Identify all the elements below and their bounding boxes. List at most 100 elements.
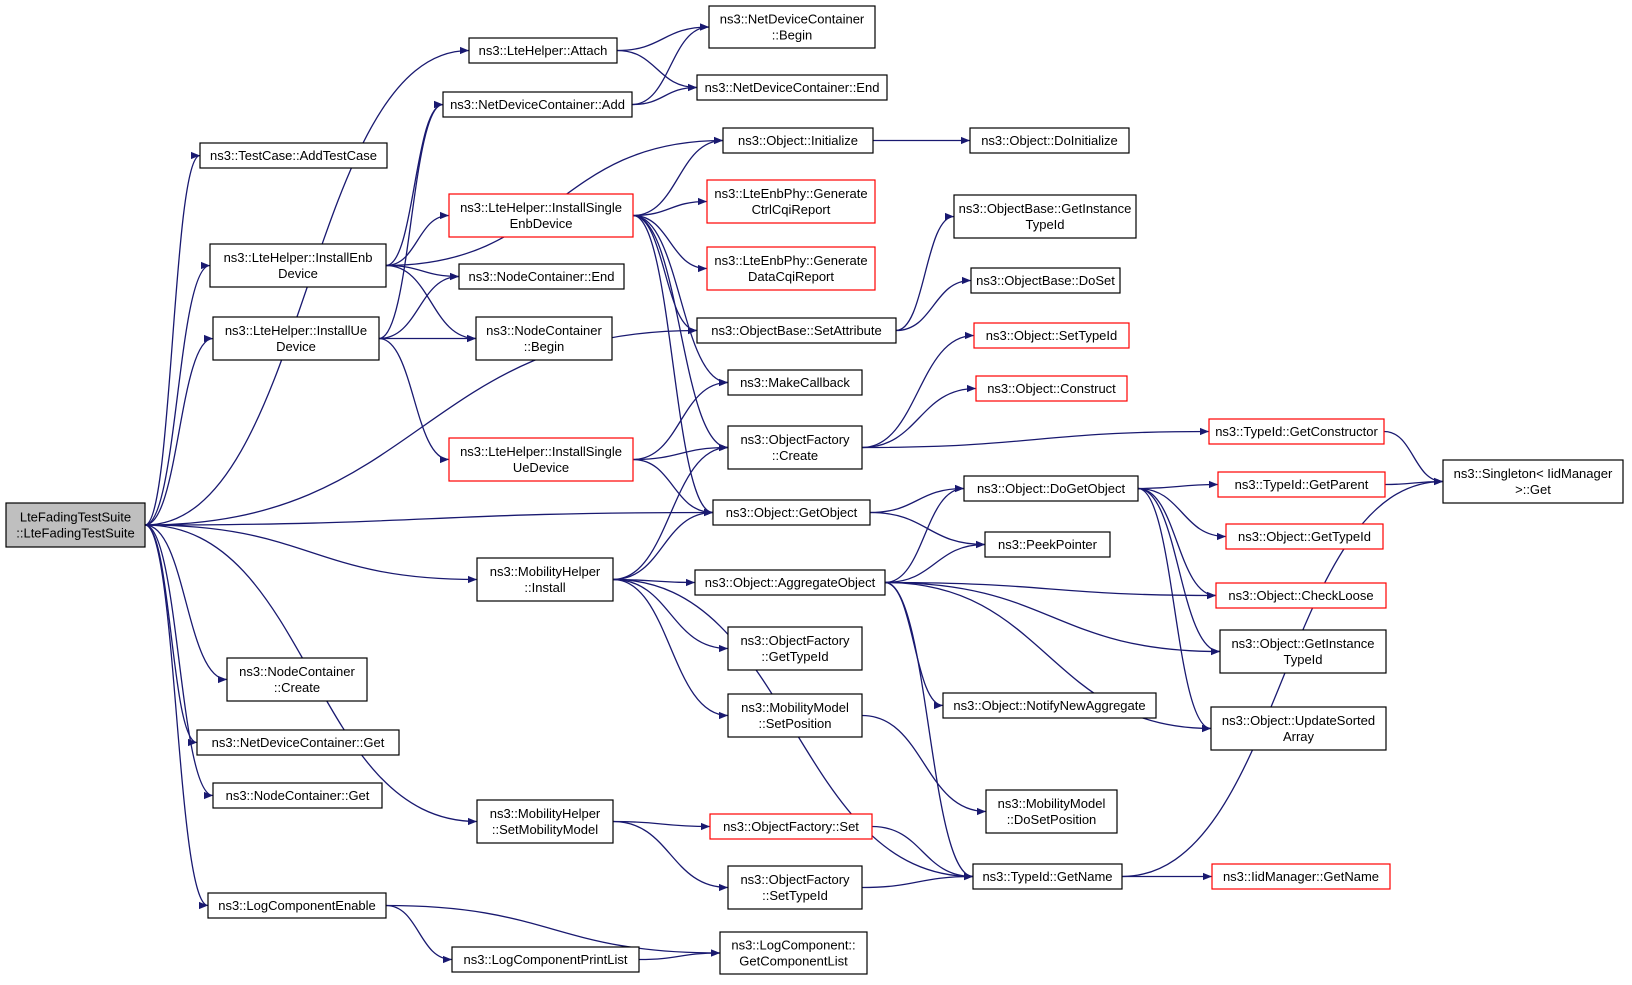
node-box xyxy=(226,657,368,702)
node-of-settypeid[interactable]: ns3::ObjectFactory::SetTypeId xyxy=(727,865,863,910)
node-tid-getconstructor[interactable]: ns3::TypeId::GetConstructor xyxy=(1208,418,1385,445)
edge-install-ue-to-ndc-add xyxy=(378,100,444,340)
edge-obj-aggregate-to-tid-getname xyxy=(884,581,974,881)
node-singleton-get[interactable]: ns3::Singleton< IidManager>::Get xyxy=(1442,459,1624,504)
node-mm-dosetposition[interactable]: ns3::MobilityModel::DoSetPosition xyxy=(985,789,1118,834)
edge-root-to-install-ue xyxy=(144,334,214,526)
node-nc-begin[interactable]: ns3::NodeContainer::Begin xyxy=(475,316,613,361)
node-of-set[interactable]: ns3::ObjectFactory::Set xyxy=(709,813,873,840)
node-label: ns3::Object::GetTypeId xyxy=(1238,529,1371,544)
node-box xyxy=(458,263,625,290)
edge-root-to-install-enb xyxy=(144,261,211,526)
node-label: ns3::NodeContainer xyxy=(486,323,602,338)
node-box xyxy=(709,813,873,840)
node-ob-doset[interactable]: ns3::ObjectBase::DoSet xyxy=(970,267,1121,294)
edge-root-to-nc-create xyxy=(144,524,228,684)
node-obj-gettypeid[interactable]: ns3::Object::GetTypeId xyxy=(1225,523,1384,550)
edge-mh-install-to-obj-getobject xyxy=(612,508,714,581)
node-box xyxy=(1211,863,1391,890)
node-ndc-get[interactable]: ns3::NetDeviceContainer::Get xyxy=(196,729,400,756)
node-ndc-end[interactable]: ns3::NetDeviceContainer::End xyxy=(696,74,888,101)
node-label: ns3::NetDeviceContainer::End xyxy=(705,80,880,95)
node-box xyxy=(696,317,897,344)
node-label: ns3::Object::NotifyNewAggregate xyxy=(953,698,1145,713)
node-addtestcase[interactable]: ns3::TestCase::AddTestCase xyxy=(199,142,388,169)
node-obj-getobject[interactable]: ns3::Object::GetObject xyxy=(712,499,871,526)
edge-mh-install-to-of-create xyxy=(612,443,729,581)
node-obj-doinitialize[interactable]: ns3::Object::DoInitialize xyxy=(969,127,1130,154)
node-tid-getparent[interactable]: ns3::TypeId::GetParent xyxy=(1217,471,1386,498)
node-label: ::SetTypeId xyxy=(762,888,828,903)
node-iid-getname[interactable]: ns3::IidManager::GetName xyxy=(1211,863,1391,890)
node-label: ns3::NodeContainer xyxy=(239,664,355,679)
node-makecallback[interactable]: ns3::MakeCallback xyxy=(727,369,863,396)
node-peekpointer[interactable]: ns3::PeekPointer xyxy=(984,531,1111,558)
node-box xyxy=(1208,418,1385,445)
node-obj-checkloose[interactable]: ns3::Object::CheckLoose xyxy=(1215,582,1387,609)
node-of-create[interactable]: ns3::ObjectFactory::Create xyxy=(727,425,863,470)
node-label: ns3::NetDeviceContainer::Get xyxy=(212,735,385,750)
edge-install-single-ue-to-makecallback xyxy=(632,378,729,461)
node-box xyxy=(953,194,1137,239)
node-obj-notifynewaggregate[interactable]: ns3::Object::NotifyNewAggregate xyxy=(942,692,1157,719)
node-obj-dogetobject[interactable]: ns3::Object::DoGetObject xyxy=(963,475,1139,502)
node-logcomponentprintlist[interactable]: ns3::LogComponentPrintList xyxy=(451,946,640,973)
edge-install-single-ue-to-obj-getobject xyxy=(632,458,714,517)
node-nc-create[interactable]: ns3::NodeContainer::Create xyxy=(226,657,368,702)
node-obj-aggregate[interactable]: ns3::Object::AggregateObject xyxy=(694,569,886,596)
node-box xyxy=(969,127,1130,154)
node-nc-get[interactable]: ns3::NodeContainer::Get xyxy=(212,782,383,809)
node-label: Device xyxy=(278,266,318,281)
node-ndc-add[interactable]: ns3::NetDeviceContainer::Add xyxy=(442,91,633,118)
node-lc-getcomponentlist[interactable]: ns3::LogComponent::GetComponentList xyxy=(719,931,868,975)
edge-obj-dogetobject-to-obj-checkloose xyxy=(1137,487,1217,600)
node-ndc-begin[interactable]: ns3::NetDeviceContainer::Begin xyxy=(708,5,876,49)
node-attach[interactable]: ns3::LteHelper::Attach xyxy=(468,37,618,64)
node-box xyxy=(942,692,1157,719)
edge-root-to-logcomponentenable xyxy=(144,524,209,909)
node-label: ::SetMobilityModel xyxy=(492,822,598,837)
node-label: ns3::MobilityModel xyxy=(998,796,1106,811)
node-label: ns3::Object::CheckLoose xyxy=(1228,588,1373,603)
edge-mh-setmobilitymodel-to-of-settypeid xyxy=(612,820,729,892)
node-obj-initialize[interactable]: ns3::Object::Initialize xyxy=(722,127,874,154)
node-label: ::DoSetPosition xyxy=(1007,812,1097,827)
node-label: ns3::LteHelper::InstallUe xyxy=(225,323,367,338)
node-label: ns3::ObjectFactory xyxy=(740,872,850,887)
edge-install-single-enb-to-gen-ctrl xyxy=(632,197,708,217)
node-of-gettypeid[interactable]: ns3::ObjectFactory::GetTypeId xyxy=(727,626,863,671)
edge-ob-setattribute-to-ob-getinstancetypeid xyxy=(895,212,955,332)
edge-obj-dogetobject-to-obj-gettypeid xyxy=(1137,487,1227,541)
node-mm-setposition[interactable]: ns3::MobilityModel::SetPosition xyxy=(727,693,863,738)
node-root[interactable]: LteFadingTestSuite::LteFadingTestSuite xyxy=(5,502,146,548)
node-nc-end[interactable]: ns3::NodeContainer::End xyxy=(458,263,625,290)
edge-install-enb-to-ndc-add xyxy=(385,100,444,267)
node-box xyxy=(1225,523,1384,550)
node-obj-construct[interactable]: ns3::Object::Construct xyxy=(975,375,1128,402)
node-label: >::Get xyxy=(1515,482,1551,497)
node-box xyxy=(1219,629,1387,674)
node-label: ns3::MakeCallback xyxy=(740,375,850,390)
node-obj-settypeid[interactable]: ns3::Object::SetTypeId xyxy=(973,322,1130,349)
node-box xyxy=(975,375,1128,402)
node-label: ns3::TestCase::AddTestCase xyxy=(210,148,377,163)
node-label: ns3::Object::GetInstance xyxy=(1231,636,1374,651)
edge-install-single-ue-to-of-create xyxy=(632,443,729,461)
node-box xyxy=(468,37,618,64)
node-ob-setattribute[interactable]: ns3::ObjectBase::SetAttribute xyxy=(696,317,897,344)
node-tid-getname[interactable]: ns3::TypeId::GetName xyxy=(972,863,1123,890)
node-logcomponentenable[interactable]: ns3::LogComponentEnable xyxy=(207,892,387,919)
node-label: ::Begin xyxy=(524,339,564,354)
node-mh-install[interactable]: ns3::MobilityHelper::Install xyxy=(476,557,614,602)
node-mh-setmobilitymodel[interactable]: ns3::MobilityHelper::SetMobilityModel xyxy=(476,799,614,844)
